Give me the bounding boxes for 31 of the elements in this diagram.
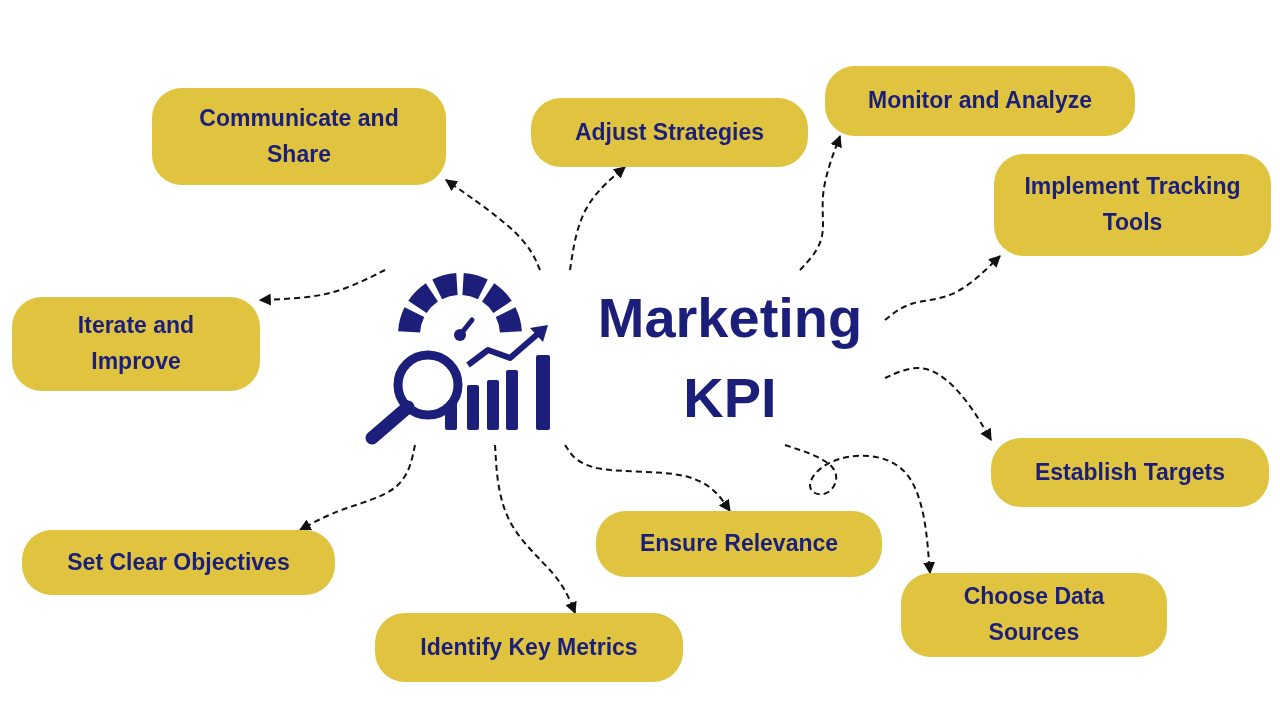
dashed-arrow [884,367,992,442]
step-label: Monitor and Analyze [867,86,1093,116]
step-pill [596,511,882,577]
step-label: Implement Tracking Tools [1023,172,1242,237]
step-pill [825,66,1135,136]
step-label: Establish Targets [1035,457,1225,487]
step-pill [12,297,260,391]
step-pill [375,613,683,682]
step-label: Iterate and Improve [76,311,196,376]
step-label: Communicate and Share [198,103,400,169]
dashed-arrow [799,134,842,271]
step-pill [152,88,446,185]
dashed-arrow [564,444,731,512]
dashed-arrow [298,444,416,531]
step-label: Adjust Strategies [574,117,765,147]
center-label: Marketing KPI [596,285,864,431]
step-label: Ensure Relevance [639,529,839,559]
dashed-arrow [445,179,541,271]
step-label: Identify Key Metrics [420,632,638,662]
step-pill [901,573,1167,657]
dashed-arrow [784,444,936,575]
step-pill [994,154,1271,256]
step-pill [531,98,808,167]
step-pill [22,530,335,595]
dashed-arrow [569,166,626,271]
dashed-arrow [258,269,386,306]
dashed-arrow [884,255,1001,321]
step-pill [991,438,1269,507]
dashed-arrow [494,444,577,615]
step-label: Choose Data Sources [962,582,1106,647]
step-label: Set Clear Objectives [67,547,290,577]
